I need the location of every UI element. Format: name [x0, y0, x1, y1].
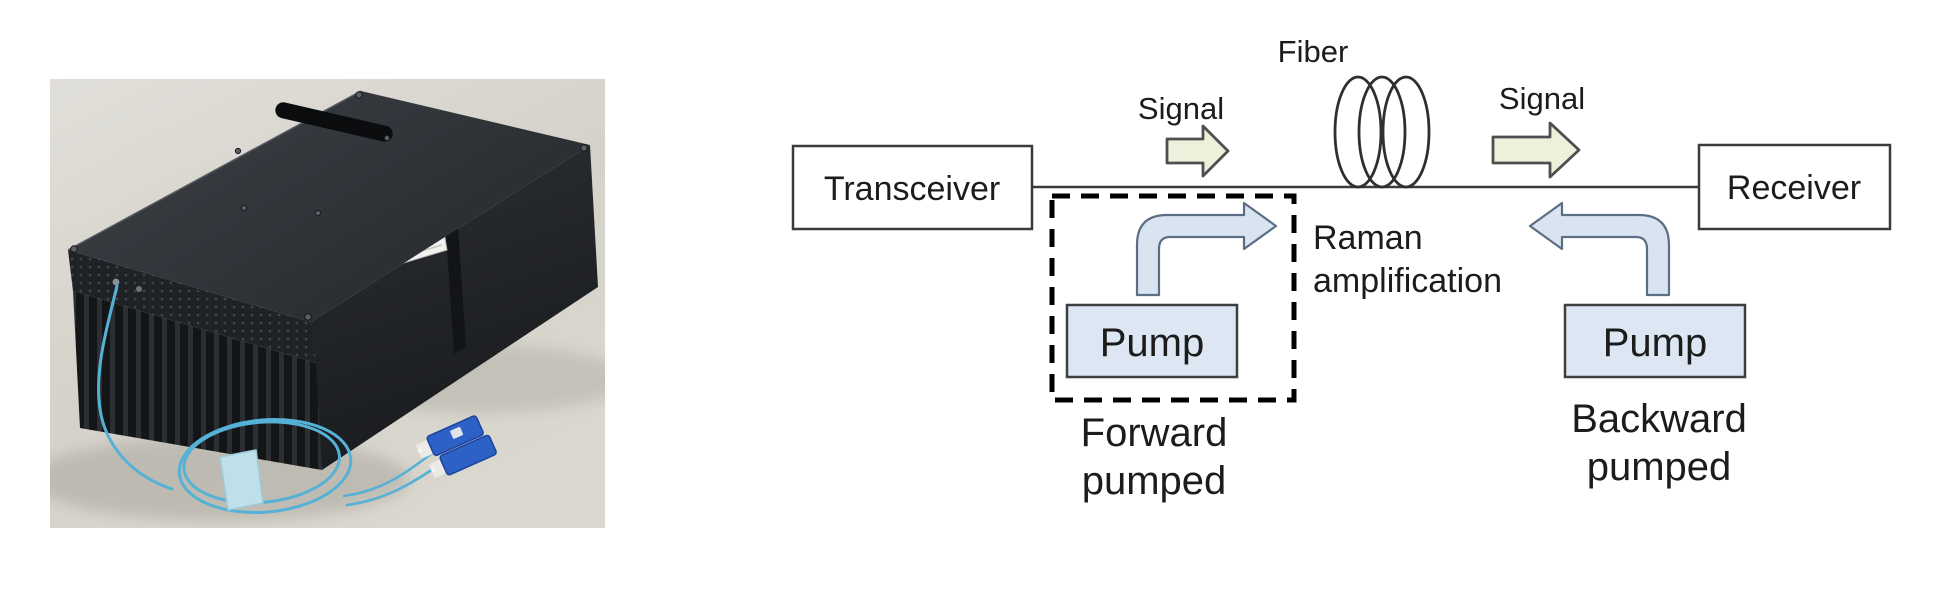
pump-right-box [1563, 303, 1747, 379]
signal-left-label: Signal [1138, 91, 1224, 126]
module-top-face [68, 91, 590, 322]
signal-left-arrow [1165, 124, 1230, 178]
forward-dashed-box [1049, 193, 1297, 403]
forward-label-line2: pumped [1082, 459, 1227, 503]
cable-coil [177, 418, 353, 514]
signal-right-label: Signal [1499, 81, 1585, 116]
backward-label-line2: pumped [1587, 445, 1732, 489]
backward-pump-arrow [1528, 201, 1671, 297]
pump-right-label: Pump [1603, 321, 1708, 365]
receiver-box [1697, 143, 1892, 231]
pump-left-label: Pump [1100, 321, 1205, 365]
raman-diagram: Fiber Transceiver Receiver Signal Signal… [791, 34, 1892, 503]
module-vent-band [68, 250, 316, 363]
cable-strand-1 [342, 448, 438, 498]
raman-label-line1: Raman [1313, 219, 1423, 257]
backward-label-line1: Backward [1571, 397, 1747, 441]
cable-tag [219, 449, 264, 511]
raman-label-line2: amplification [1313, 262, 1502, 300]
fiber-coil-icon [1333, 75, 1431, 189]
forward-pump-arrow [1135, 201, 1278, 297]
transceiver-label: Transceiver [824, 170, 1000, 208]
receiver-label: Receiver [1727, 169, 1861, 207]
module-screws [70, 91, 588, 321]
module-fins [73, 291, 322, 470]
sc-connectors [416, 415, 497, 478]
signal-right-arrow [1491, 121, 1581, 179]
fiber-label: Fiber [1278, 34, 1349, 69]
fiber-port [112, 278, 120, 286]
fiber-cable [97, 284, 174, 491]
module-slot [275, 102, 393, 142]
module-side-seam [446, 227, 466, 354]
module-photo [50, 79, 605, 528]
transceiver-box [791, 144, 1034, 231]
pump-left-box [1065, 303, 1239, 379]
fiber-port-2 [136, 286, 142, 292]
forward-label-line1: Forward [1081, 411, 1228, 455]
